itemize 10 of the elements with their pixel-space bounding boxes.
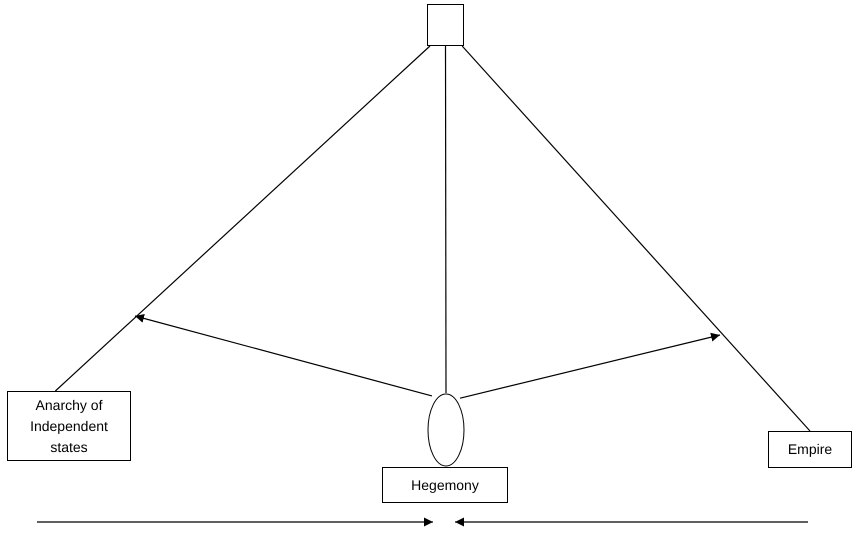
- label-box: Empire: [768, 431, 852, 468]
- connector-line: [462, 46, 810, 432]
- label-box: Anarchy of Independent states: [7, 391, 131, 461]
- label-box: Hegemony: [382, 467, 508, 503]
- pendulum-bob: [427, 393, 465, 467]
- arrow: [460, 332, 720, 399]
- pivot-box: [427, 4, 464, 46]
- arrow: [134, 314, 432, 397]
- connector-line: [444, 46, 447, 393]
- connector-line: [54, 46, 430, 392]
